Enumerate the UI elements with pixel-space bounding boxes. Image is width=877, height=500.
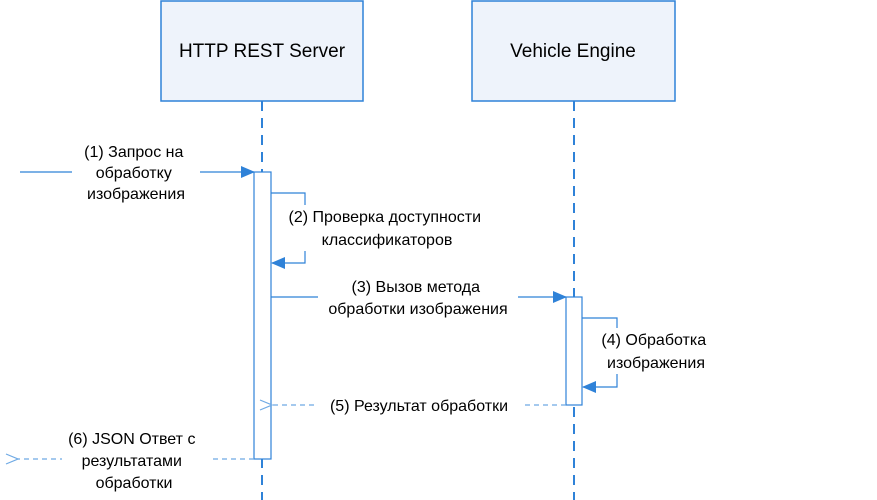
message-5-label-bg (316, 395, 522, 417)
message-5: (5) Результат обработки (272, 395, 566, 417)
participant-engine-box (471, 0, 676, 102)
message-1-label: (1) Запрос на обработку изображения (84, 144, 188, 203)
message-6-label: (6) JSON Ответ с результатами обработки (68, 431, 200, 492)
message-3-label-bg (318, 277, 518, 319)
message-6-line-3: обработки (96, 475, 173, 492)
message-2-line-1: (2) Проверка доступности (289, 209, 482, 226)
message-2-line-2: классификаторов (322, 232, 453, 249)
participant-engine: Vehicle Engine (471, 0, 676, 102)
message-1-line-3: изображения (87, 186, 185, 203)
message-1: (1) Запрос на обработку изображения (20, 138, 255, 204)
message-4-label: (4) Обработка изображения (601, 332, 710, 372)
participant-server-box (160, 0, 364, 102)
message-3: (3) Вызов метода обработки изображения (271, 277, 567, 319)
message-3-line-2: обработки изображения (328, 301, 507, 318)
message-2: (2) Проверка доступности классификаторов (271, 192, 496, 269)
message-5-line-1: (5) Результат обработки (330, 398, 508, 415)
message-3-label: (3) Вызов метода обработки изображения (328, 279, 507, 318)
activation-engine (565, 296, 583, 406)
message-4-line-1: (4) Обработка (601, 332, 706, 349)
message-4-label-bg (595, 328, 719, 374)
participant-server-label: HTTP REST Server (179, 41, 346, 62)
message-5-label: (5) Результат обработки (330, 398, 508, 415)
message-1-line-1: (1) Запрос на (84, 144, 183, 161)
message-1-line-2: обработку (96, 165, 172, 182)
activation-server (253, 171, 272, 460)
message-2-label-bg (276, 205, 496, 251)
message-4: (4) Обработка изображения (582, 317, 719, 393)
participant-server: HTTP REST Server (160, 0, 364, 102)
message-2-label: (2) Проверка доступности классификаторов (289, 209, 486, 249)
participant-engine-label: Vehicle Engine (510, 41, 636, 62)
message-4-line-2: изображения (607, 355, 705, 372)
message-6-line-1: (6) JSON Ответ с (68, 431, 195, 448)
message-6-label-bg (62, 426, 212, 494)
message-6: (6) JSON Ответ с результатами обработки (18, 426, 254, 494)
message-6-line-2: результатами (82, 453, 182, 470)
message-3-line-1: (3) Вызов метода (352, 279, 481, 296)
message-1-label-bg (72, 138, 200, 204)
